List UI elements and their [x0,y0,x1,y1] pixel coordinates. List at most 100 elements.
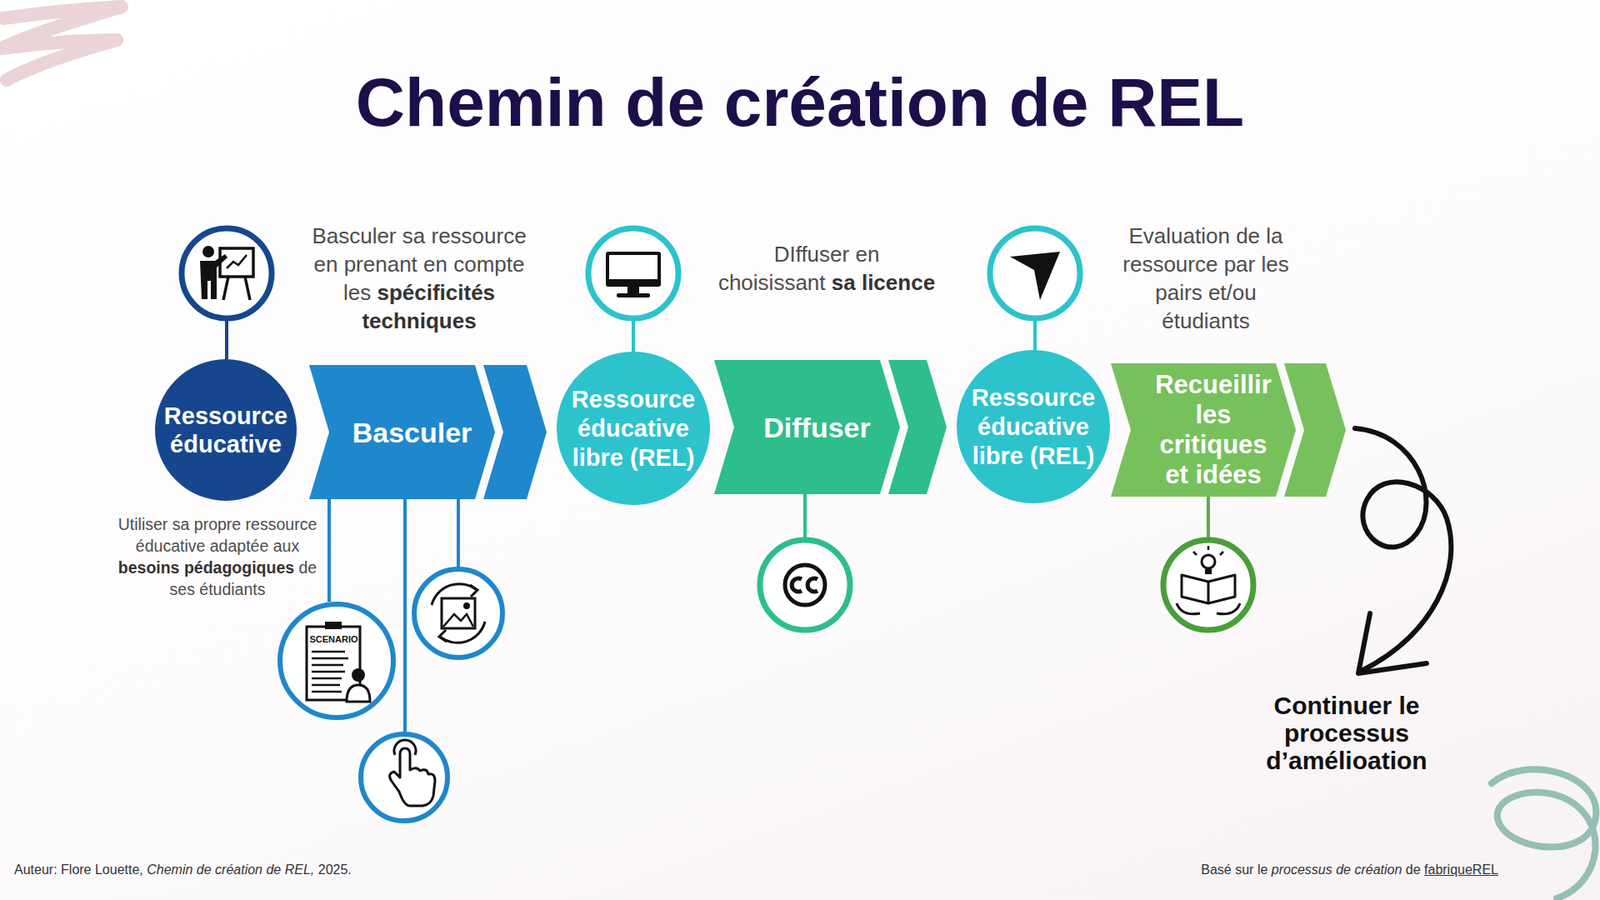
icon-ring [280,604,394,718]
curly-arrow [1355,428,1451,674]
text-run: idées [1195,460,1261,490]
book-spine [1207,581,1210,604]
step-note: Continuer le processus d’amélioation [1221,691,1472,775]
base [616,293,650,298]
text-run: aux [273,536,300,555]
text-run: création [215,862,263,877]
text-run: Basculer [352,416,473,449]
text-run: choisissant [718,270,826,295]
paper-plane [1010,251,1060,300]
text-run: techniques [361,308,476,334]
screen [609,255,658,280]
chevron-outline [309,365,495,500]
leader-line [225,320,229,360]
process-chevron: Recueillir les critiques et idées [1110,363,1296,497]
hand [1176,603,1200,615]
text-line [311,677,342,680]
icon-ring [181,228,272,319]
text-run: en [855,241,880,267]
text-run: besoins [118,558,180,577]
text-run: sur [1235,862,1254,877]
icon-ring [760,540,850,630]
text-run: création [1354,862,1402,877]
text-line [311,670,345,674]
leader-line [456,499,460,567]
leader-line [403,499,407,732]
text-line [311,684,340,687]
text-run: Basé [1200,862,1231,877]
text-run: Basculer [311,223,396,249]
leader-line [803,494,807,538]
text-run: Chemin [146,862,193,877]
resource-circle: Ressource éducative [155,359,297,501]
person-body [200,254,228,300]
text-run: (REL) [1030,442,1095,470]
text-run: création [724,64,990,140]
ray [1193,551,1197,555]
node-text: Basculer [352,416,473,449]
node-text: Ressource éducative libre (REL) [971,383,1095,471]
text-run: les [1195,400,1231,430]
text-run: le [1257,862,1268,877]
resource-circle: Ressource éducative libre (REL) [956,350,1110,504]
icon-ring [414,569,503,658]
cc-circle [785,565,825,605]
text-run: Flore [60,862,91,877]
footer-note: Basé sur le processus de création de fab… [1200,861,1499,879]
text-run: pairs [1155,280,1202,305]
chevron-outline [1110,363,1296,497]
text-run: de [196,862,212,877]
leader-line [1033,320,1037,350]
text-run: Ressource [571,385,695,413]
diagram-title: Chemin de création de REL [0,68,1600,137]
step-note: DIffuser en choisissant sa licence [693,240,960,297]
bulb-base [1205,569,1212,575]
sun [463,602,470,610]
node-text: Recueillir les critiques et idées [1155,370,1272,490]
curly-arrow-head [1358,613,1427,674]
text-run: de [1335,862,1351,877]
ray [1220,551,1224,555]
text-run: et [1165,460,1189,490]
icon-ring [1163,540,1254,630]
loop-decoration [1491,769,1596,899]
icon-ring [360,734,448,821]
chevron-outline [714,360,900,495]
text-run: Ressource [971,384,1095,411]
bulb [1201,555,1215,569]
text-run: libre [972,442,1024,470]
text-run: de [1405,862,1421,877]
step-note: Basculer sa ressource en prenant en comp… [285,221,553,335]
image-rotate-icon [414,569,503,658]
stand [627,286,640,294]
text-run: SCENARIO [309,634,358,645]
text-run: le [1398,691,1420,720]
rotate-head [470,585,478,597]
text-run: Utiliser [118,515,169,534]
text-run: ressource [245,515,318,534]
text-run: en [314,251,339,277]
cc-letter [807,578,818,592]
node-text: Diffuser [763,411,870,444]
cc-letter [791,578,802,592]
text-run: propre [194,515,241,534]
text-run: sa [831,270,856,295]
touch-arc [394,740,416,755]
text-run: Evaluation [1128,223,1230,249]
text-run: étudiants [1161,308,1250,334]
pointer-stroke [226,255,247,269]
text-run: DIffuser [774,241,850,267]
text-run: les [1260,251,1289,277]
text-run: de [1009,64,1090,140]
cc-icon [760,540,850,630]
text-run: de [265,862,281,877]
text-run: REL [1107,64,1245,140]
text-run: fabriqueREL [1424,862,1499,877]
text-run: éducative [170,430,282,458]
text-run: Diffuser [763,411,870,444]
text-run: éducative [135,536,205,555]
ray [1207,545,1210,550]
person-head [351,668,365,682]
clipboard-clip [325,621,342,630]
text-run: Ressource [164,402,288,430]
